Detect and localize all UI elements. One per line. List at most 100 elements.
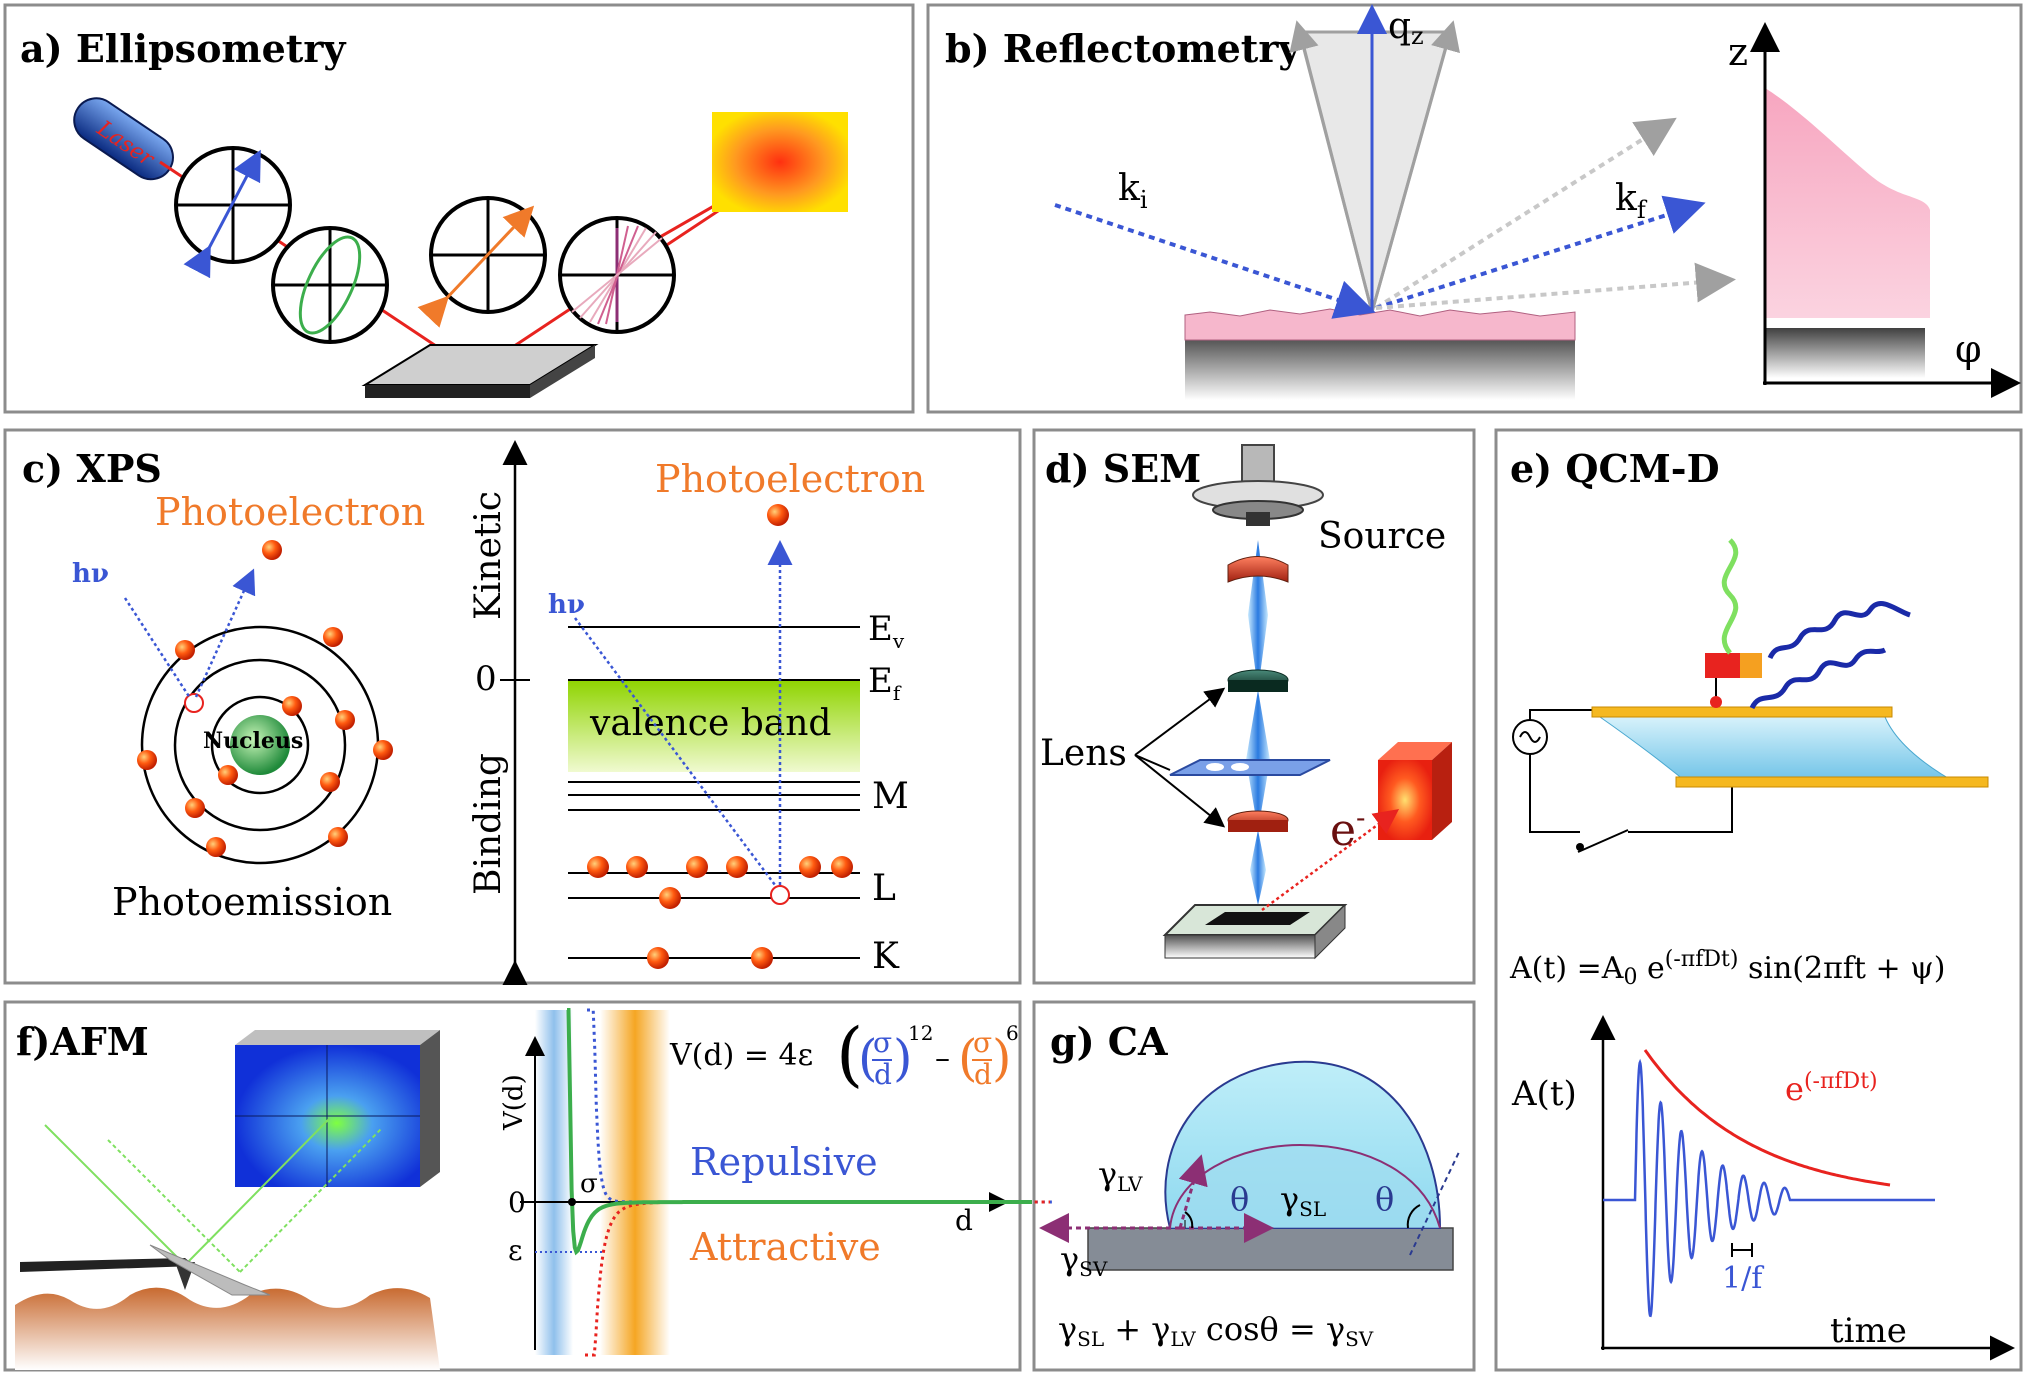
- reflectometry-substrate: [1185, 338, 1575, 400]
- panel-e: e) QCM-D A(t) =A0 e(-πfDt) sin(2πft + ψ): [1509, 446, 2015, 1361]
- electron-detector: [1378, 742, 1452, 840]
- svg-text:d: d: [874, 1058, 892, 1091]
- panel-e-border: [1494, 428, 2023, 1372]
- panel-g-border: [1032, 1000, 1476, 1372]
- panel-f: f)AFM V(d) 0 ε d σ Re: [15, 1008, 1052, 1370]
- valence-band: [568, 680, 860, 772]
- envelope-label: e(-πfDt): [1785, 1069, 1878, 1108]
- l-shell-label: L: [872, 868, 896, 909]
- panel-d: d) SEM Source Lens: [1040, 444, 1452, 960]
- kf-label: kf: [1615, 178, 1648, 224]
- afm-photodetector: [235, 1030, 440, 1187]
- binding-label: Binding: [468, 753, 509, 895]
- svg-text:(: (: [858, 1029, 878, 1087]
- panel-b: b) Reflectometry qz ki kf z φ: [945, 4, 2021, 400]
- afm-sigma-label: σ: [580, 1169, 598, 1199]
- afm-x-label: d: [955, 1204, 973, 1237]
- qz-label: qz: [1388, 6, 1424, 50]
- m-shell-label: M: [872, 776, 909, 817]
- theta-left-label: θ: [1230, 1180, 1249, 1218]
- nucleus: [230, 715, 290, 775]
- panel-f-border: [3, 1000, 1022, 1372]
- blue-polymer-2: [1767, 601, 1911, 660]
- lens-label: Lens: [1040, 733, 1127, 774]
- panel-a-border: [3, 3, 915, 414]
- polarizer-circle-1: [174, 146, 292, 279]
- gamma-lv-label: γLV: [1098, 1155, 1143, 1196]
- nucleus-label: Nucleus: [203, 728, 303, 754]
- kinetic-label: Kinetic: [468, 491, 509, 620]
- panel-a-title: a) Ellipsometry: [20, 26, 346, 71]
- photoelectron-label-right: Photoelectron: [655, 457, 925, 501]
- blue-polymer-1: [1749, 647, 1887, 710]
- panel-f-title: f)AFM: [16, 1019, 149, 1064]
- sigma-band: [535, 1010, 573, 1355]
- q-cone: [1298, 30, 1452, 318]
- afm-zero-label: 0: [508, 1186, 526, 1219]
- atom-model: Nucleus: [123, 540, 393, 865]
- source-label: Source: [1318, 516, 1446, 557]
- svg-text:(: (: [836, 1013, 863, 1095]
- svg-text:–: –: [935, 1041, 950, 1076]
- z-profile-substrate: [1765, 328, 1925, 378]
- anchor-block: [1705, 653, 1740, 678]
- quartz-crystal: [1591, 706, 1989, 788]
- afm-surface: [15, 1287, 440, 1370]
- cantilever: [20, 1258, 195, 1272]
- analyzer-circle: [558, 216, 676, 334]
- period-label: 1/f: [1722, 1261, 1764, 1296]
- z-axis-label: z: [1728, 30, 1748, 74]
- qcm-y-label: A(t): [1511, 1074, 1577, 1114]
- z-profile-film: [1765, 88, 1930, 318]
- vacancy-left: [184, 693, 204, 713]
- qcm-x-label: time: [1830, 1311, 1907, 1351]
- svg-text:σ: σ: [873, 1026, 892, 1059]
- zero-label: 0: [475, 659, 497, 699]
- sample-plate: [361, 344, 599, 398]
- hv-label-right: hν: [548, 590, 585, 620]
- attractive-label: Attractive: [689, 1225, 881, 1269]
- ef-label: Ef: [868, 661, 902, 705]
- electron-source: [1192, 444, 1324, 526]
- svg-text:): ): [893, 1029, 913, 1087]
- svg-text:6: 6: [1006, 1021, 1019, 1045]
- young-equation: γSL + γLV cosθ = γSV: [1058, 1310, 1374, 1351]
- ki-label: ki: [1118, 168, 1148, 214]
- panel-e-title: e) QCM-D: [1510, 446, 1720, 491]
- afm-y-label: V(d): [499, 1074, 529, 1131]
- panel-c: c) XPS Photoelectron Nucleus hν Ph: [22, 440, 925, 985]
- electron-label: e-: [1330, 801, 1366, 856]
- lj-formula: V(d) = 4ε ( ( σ d ) 12 – ( σ d ) 6: [669, 1013, 1019, 1095]
- svg-text:d: d: [974, 1058, 992, 1091]
- lennard-jones-curve: [566, 1008, 1032, 1256]
- polarizer-circle-2: [271, 226, 389, 344]
- ringdown-signal: [1603, 1058, 1935, 1318]
- k-shell-label: K: [872, 936, 900, 977]
- panel-c-title: c) XPS: [22, 446, 162, 491]
- valence-band-label: valence band: [589, 703, 831, 744]
- theta-right-label: θ: [1375, 1180, 1394, 1218]
- gamma-sv-label: γSV: [1060, 1240, 1108, 1281]
- green-polymer: [1721, 538, 1739, 655]
- photoelectron-label-left: Photoelectron: [155, 490, 425, 534]
- qcm-formula: A(t) =A0 e(-πfDt) sin(2πft + ψ): [1509, 947, 1945, 990]
- afm-epsilon-label: ε: [508, 1234, 523, 1267]
- condenser-lens-1: [1227, 556, 1289, 583]
- gamma-sl-label: γSL: [1280, 1180, 1326, 1221]
- polarizer-circle-3: [417, 196, 547, 328]
- decay-envelope: [1643, 1049, 1891, 1187]
- ca-substrate: [1087, 1227, 1454, 1271]
- gamma-lv-arrow: [1178, 1154, 1208, 1229]
- ki-vector: [1054, 203, 1376, 319]
- panel-b-title: b) Reflectometry: [945, 26, 1301, 71]
- shell-electrons: [587, 504, 853, 969]
- detector-spot: [712, 112, 848, 212]
- epsilon-band: [600, 1010, 670, 1355]
- panel-g: g) CA γLV θ γSL θ γSV γSL + γLV cosθ = γ…: [1039, 1019, 1461, 1351]
- laser-source: Laser: [73, 97, 174, 181]
- panel-d-border: [1032, 428, 1476, 985]
- svg-text:(: (: [958, 1029, 978, 1087]
- panel-a: a) Ellipsometry Laser: [20, 26, 848, 398]
